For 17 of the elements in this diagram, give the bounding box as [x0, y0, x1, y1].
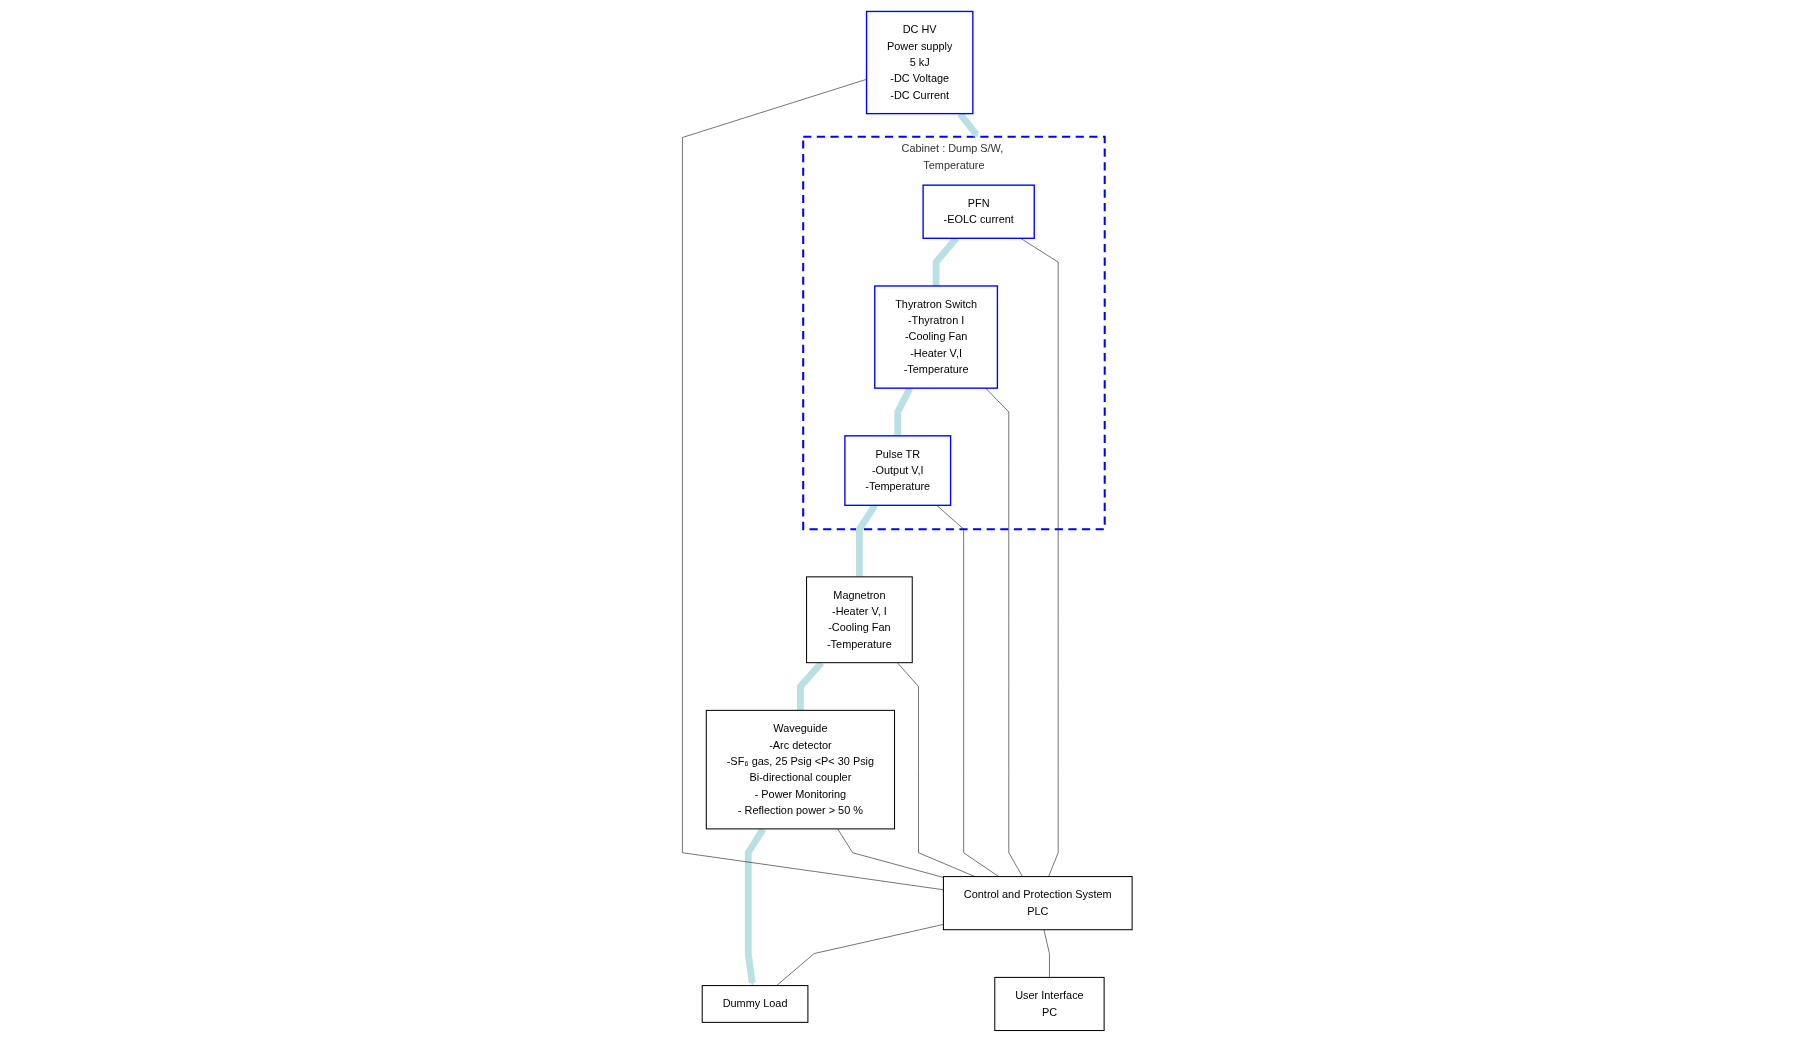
node-box: Control and Protection System PLC	[942, 876, 1133, 931]
node-box: User Interface PC	[994, 976, 1105, 1032]
arrow	[744, 827, 766, 986]
node-box: PFN -EOLC current	[922, 184, 1035, 239]
connector	[896, 662, 975, 877]
connector	[837, 828, 944, 878]
node-box: Waveguide -Arc detector -SF₆ gas, 25 Psig <P< 30 Psig Bi-directional coupler - Power Monitoring - Reflection power > 50 %	[705, 709, 895, 830]
node-box: DC HV Power supply 5 kJ -DC Voltage -DC Current	[865, 10, 974, 115]
connector	[936, 505, 999, 877]
node-box: Thyratron Switch -Thyratron I -Cooling Fan -Heater V,I -Temperature	[873, 285, 998, 389]
node-box: Magnetron -Heater V, I -Cooling Fan -Temperature	[805, 576, 913, 664]
node-box: Pulse TR -Output V,I -Temperature	[843, 435, 951, 506]
node-box: Dummy Load	[701, 985, 809, 1023]
connector	[985, 387, 1023, 877]
connector	[681, 79, 944, 891]
connector	[1043, 929, 1050, 978]
connector	[776, 924, 944, 986]
